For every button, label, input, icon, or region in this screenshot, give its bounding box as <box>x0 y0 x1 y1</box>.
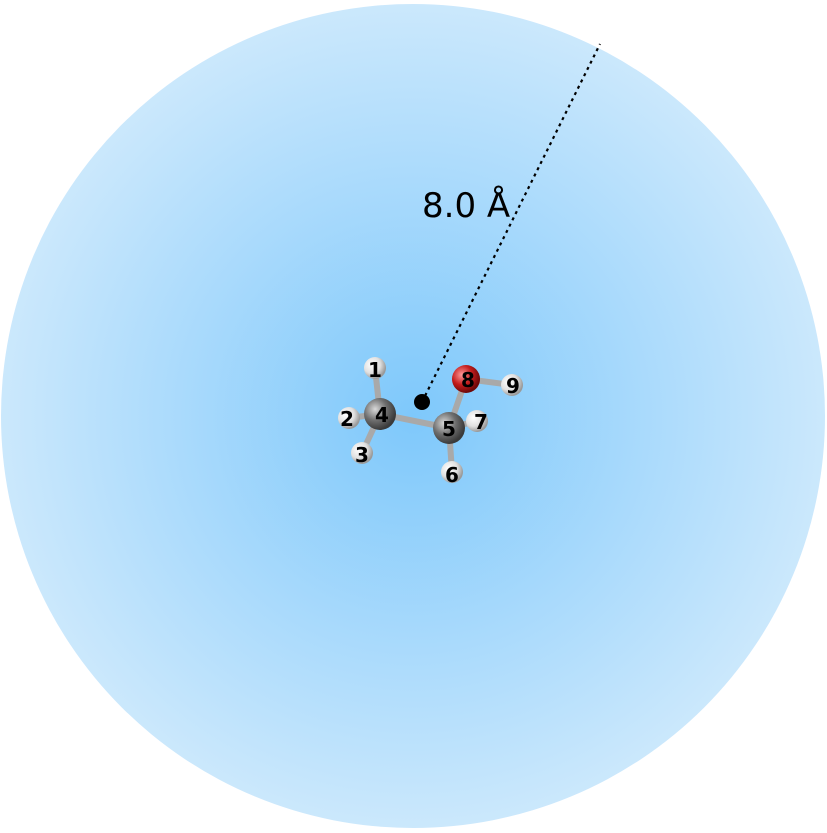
atom-sphere-h <box>501 374 523 396</box>
atom-label: 6 <box>445 463 459 487</box>
atom-label: 4 <box>375 403 389 427</box>
atom-label: 5 <box>442 417 456 441</box>
atom-9: 9 <box>501 374 523 398</box>
atom-sphere-h <box>351 442 373 464</box>
atom-label: 7 <box>474 410 488 434</box>
atom-sphere-h <box>466 410 488 432</box>
radius-label: 8.0 Å <box>422 185 510 226</box>
atom-label: 1 <box>368 358 382 382</box>
atom-1: 1 <box>364 357 386 382</box>
atom-sphere-c <box>433 412 465 444</box>
atom-sphere-c <box>364 398 396 430</box>
atom-sphere-h <box>338 407 360 429</box>
atom-sphere-o <box>452 365 480 393</box>
atom-5: 5 <box>433 412 465 444</box>
atom-label: 2 <box>340 407 354 431</box>
atom-8: 8 <box>452 365 480 393</box>
center-marker <box>414 394 430 410</box>
atom-6: 6 <box>441 461 463 487</box>
atom-label: 3 <box>355 443 369 467</box>
cutoff-sphere <box>1 4 825 828</box>
atom-2: 2 <box>338 407 360 431</box>
atom-sphere-h <box>364 357 386 379</box>
atom-3: 3 <box>351 442 373 467</box>
atom-label: 8 <box>461 368 475 392</box>
atom-4: 4 <box>364 398 396 430</box>
atom-label: 9 <box>506 374 520 398</box>
atom-sphere-h <box>441 461 463 483</box>
atom-7: 7 <box>466 410 488 434</box>
